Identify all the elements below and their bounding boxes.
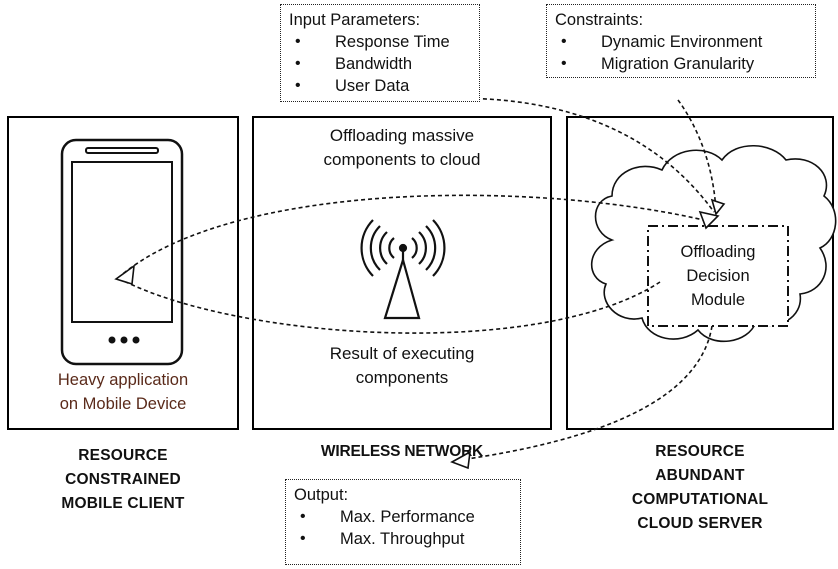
output-list: Max. Performance Max. Throughput [294,506,512,550]
mobile-app-label: Heavy application on Mobile Device [20,368,226,416]
constraints-arrow [677,99,717,213]
mobile-caption-line: CONSTRAINED [65,471,181,488]
arrowhead-phone [114,264,135,286]
decision-module-line1: Offloading [680,243,756,261]
output-item: Max. Throughput [294,528,512,550]
decision-module-line3: Module [690,291,746,309]
cloud-caption-line: COMPUTATIONAL [631,491,769,508]
mobile-app-label-line1: Heavy application [57,371,189,389]
constraints-box: Constraints: Dynamic Environment Migrati… [546,4,816,78]
offloading-text-line1: Offloading massive [329,126,475,145]
arrowhead-module-2 [710,198,726,216]
mobile-caption-line: MOBILE CLIENT [61,495,185,512]
wireless-network-caption: WIRELESS NETWORK [320,443,484,460]
cloud-caption-line: RESOURCE [655,443,745,460]
mobile-app-label-line2: on Mobile Device [59,395,187,413]
result-text-line2: components [355,368,449,387]
input-parameters-title: Input Parameters: [289,11,421,29]
output-arrow [459,325,713,461]
wireless-antenna-icon [360,219,446,320]
input-arrow [419,97,715,213]
output-box: Output: Max. Performance Max. Throughput [285,479,521,565]
decision-module-label: Offloading Decision Module [648,240,788,312]
input-parameters-list: Response Time Bandwidth User Data [289,31,471,97]
constraints-list: Dynamic Environment Migration Granularit… [555,31,807,75]
result-text-line1: Result of executing [329,344,475,363]
arrowhead-module [698,210,720,230]
input-parameter-item: User Data [289,75,471,97]
arrowhead-output [450,450,471,470]
constraint-item: Migration Granularity [555,53,807,75]
result-text: Result of executing components [262,342,542,390]
cloud-caption-line: ABUNDANT [655,467,745,484]
output-item: Max. Performance [294,506,512,528]
mobile-caption-line: RESOURCE [78,447,168,464]
result-arrow [121,279,661,334]
offloading-text: Offloading massive components to cloud [262,124,542,172]
cloud-server-caption: RESOURCE ABUNDANT COMPUTATIONAL CLOUD SE… [566,440,834,536]
offloading-text-line2: components to cloud [323,150,481,169]
constraint-item: Dynamic Environment [555,31,807,53]
cloud-caption-line: CLOUD SERVER [637,515,763,532]
output-title: Output: [294,486,349,504]
mobile-client-caption: RESOURCE CONSTRAINED MOBILE CLIENT [7,444,239,516]
decision-module-line2: Decision [686,267,750,285]
mobile-phone-icon [60,138,184,366]
offload-arrow [117,194,713,279]
decision-module-box [647,225,789,327]
input-parameters-box: Input Parameters: Response Time Bandwidt… [280,4,480,102]
input-parameter-item: Response Time [289,31,471,53]
input-parameter-item: Bandwidth [289,53,471,75]
constraints-title: Constraints: [555,11,644,29]
